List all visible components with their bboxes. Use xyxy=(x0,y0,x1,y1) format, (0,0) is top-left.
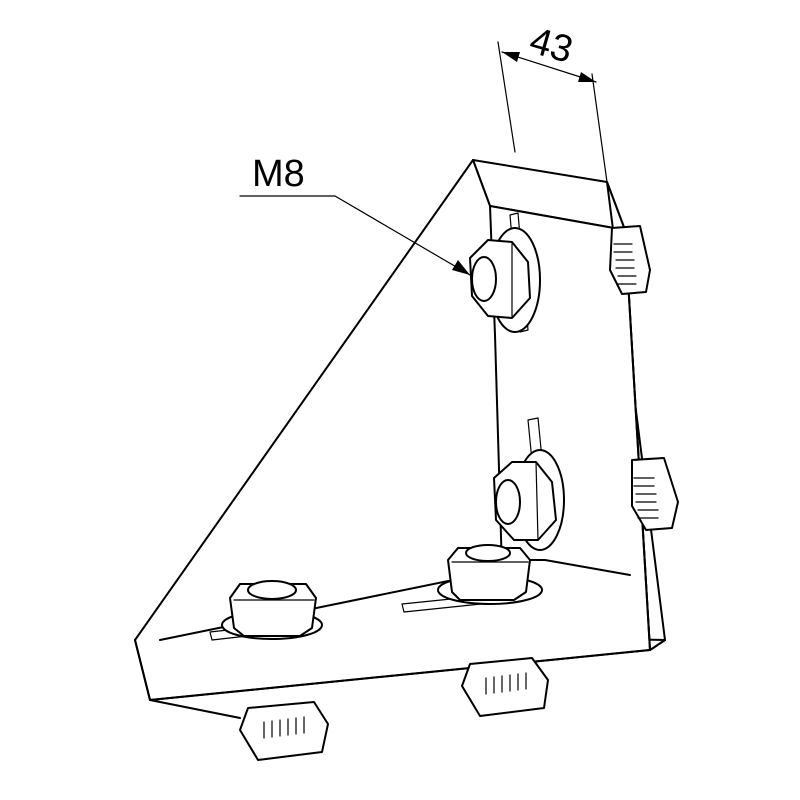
t-slot-nut-icon xyxy=(239,701,329,761)
bolt-end xyxy=(465,544,511,562)
t-nut-bottom-left xyxy=(239,701,329,761)
extension-line-left xyxy=(497,41,516,153)
dimension-value: 43 xyxy=(525,20,577,72)
hex-bolt-upper xyxy=(469,227,541,333)
t-nut-bottom-right xyxy=(461,657,549,717)
extension-line-right xyxy=(591,73,608,183)
corner-bracket-icon xyxy=(134,159,666,719)
t-nut-right-upper xyxy=(609,225,651,295)
bracket-base-bottom xyxy=(149,649,651,701)
hex-bolt-middle xyxy=(493,449,565,551)
bolt-end xyxy=(495,479,521,525)
thread-label: M8 xyxy=(252,153,305,195)
t-nut-right-lower xyxy=(631,457,679,531)
bracket-gusset-face xyxy=(134,159,651,701)
hex-edge xyxy=(535,461,539,541)
arrowhead-right-icon xyxy=(578,72,596,82)
dimension-43: 43 xyxy=(497,20,608,183)
thread-lines xyxy=(263,716,305,739)
leader-line xyxy=(239,195,471,276)
arrowhead-left-icon xyxy=(502,52,520,62)
hex-bolt-right xyxy=(437,544,543,605)
bolt-end xyxy=(247,580,297,600)
thread-lines xyxy=(633,477,659,519)
t-slot-nut-icon xyxy=(461,657,549,717)
thread-callout: M8 xyxy=(239,153,471,276)
hex-bolt-left xyxy=(221,580,323,640)
leader-arrowhead-icon xyxy=(452,260,470,275)
bracket-back-edge xyxy=(624,229,651,651)
thread-lines xyxy=(613,243,637,285)
thread-lines xyxy=(485,672,527,695)
bolt-end xyxy=(471,256,497,302)
